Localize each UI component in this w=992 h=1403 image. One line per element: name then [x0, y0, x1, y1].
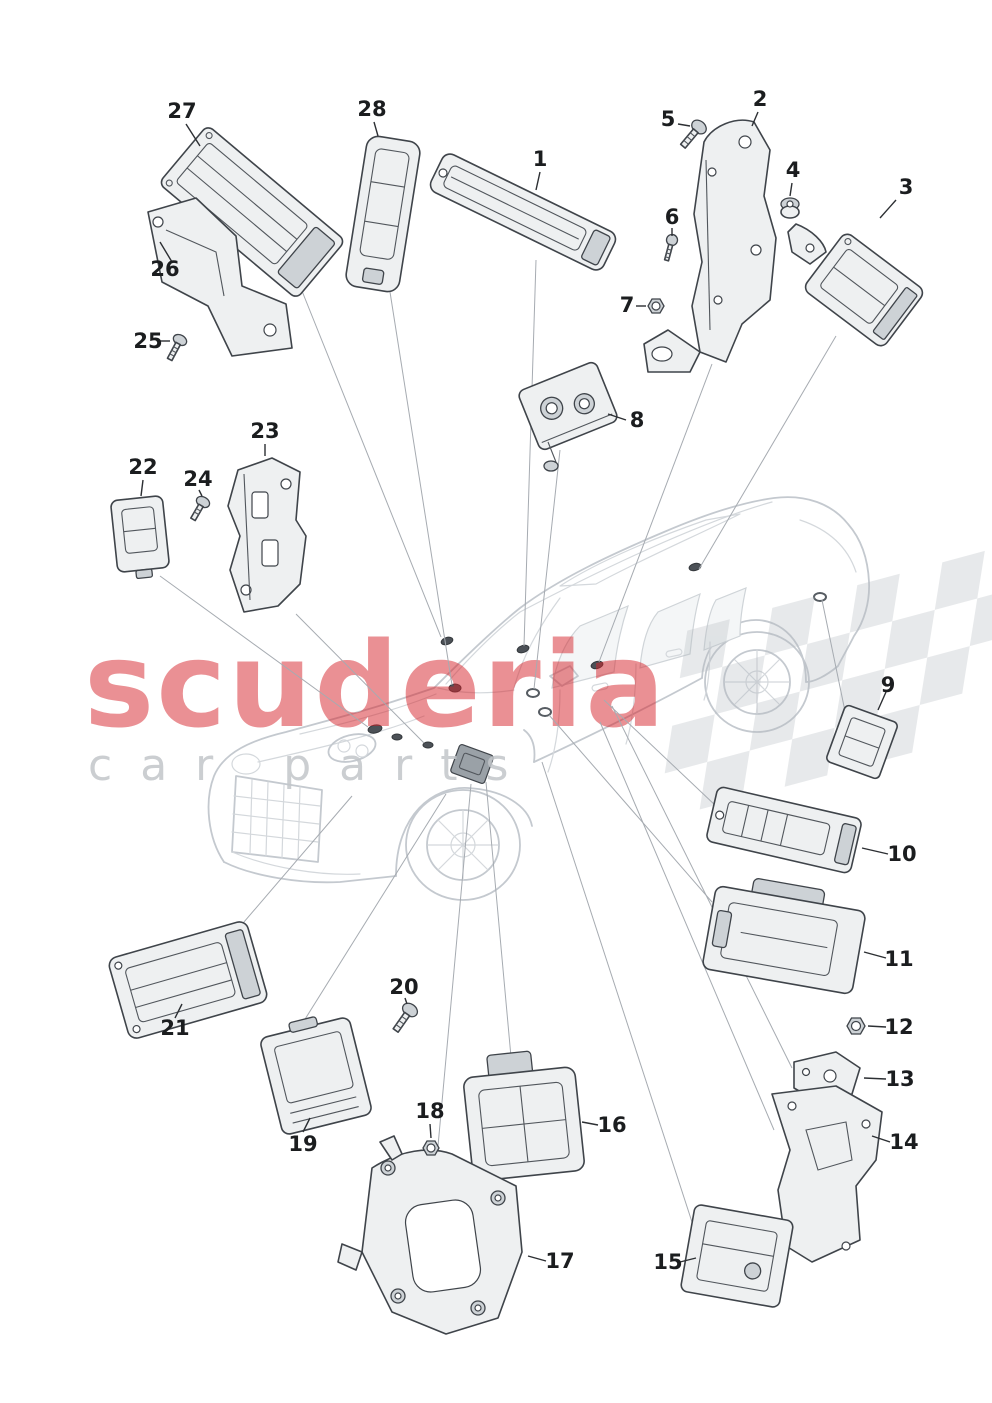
- part-number-labels: 1 2 3 4 5 6 7 8 9 10 11 12 13 14 15 16 1…: [128, 87, 918, 1274]
- car-cowl-module-marker: [450, 743, 494, 785]
- part-label-8: 8: [630, 408, 645, 432]
- part-24-screw: [190, 495, 211, 522]
- part-16-control-unit: [463, 1050, 585, 1182]
- part-10-antenna-module: [706, 786, 862, 874]
- part-5-bolt: [679, 119, 707, 149]
- part-2-bracket-plate: [643, 119, 777, 373]
- part-label-2: 2: [753, 87, 768, 111]
- part-label-21: 21: [160, 1016, 189, 1040]
- part-label-27: 27: [167, 99, 196, 123]
- part-18-nut: [422, 1140, 440, 1156]
- part-label-12: 12: [884, 1015, 913, 1039]
- part-label-10: 10: [887, 842, 916, 866]
- part-22-control-module: [110, 495, 170, 580]
- part-label-24: 24: [183, 467, 212, 491]
- part-label-20: 20: [389, 975, 418, 999]
- part-label-25: 25: [133, 329, 162, 353]
- part-label-22: 22: [128, 455, 157, 479]
- label-ticks: [140, 111, 897, 1263]
- part-7-nut: [647, 298, 665, 314]
- car-illustration: [207, 496, 870, 901]
- part-25-screw: [166, 333, 188, 362]
- part-label-17: 17: [545, 1249, 574, 1273]
- part-19-control-module: [260, 1016, 372, 1135]
- part-label-9: 9: [881, 673, 896, 697]
- part-9-relay-module: [826, 704, 898, 780]
- part-23-bracket: [227, 457, 307, 613]
- part-label-15: 15: [653, 1250, 682, 1274]
- part-20-screw: [392, 1002, 419, 1033]
- part-label-28: 28: [357, 97, 386, 121]
- part-label-16: 16: [597, 1113, 626, 1137]
- watermark: scuderia car parts: [84, 550, 992, 810]
- part-12-nut: [846, 1017, 866, 1035]
- watermark-subtitle-text: car parts: [88, 740, 536, 791]
- part-label-3: 3: [899, 175, 914, 199]
- part-label-18: 18: [415, 1099, 444, 1123]
- part-label-14: 14: [889, 1130, 918, 1154]
- part-1-antenna-amplifier: [429, 153, 617, 271]
- part-11-control-unit: [702, 878, 866, 995]
- part-label-4: 4: [786, 158, 801, 182]
- part-label-5: 5: [661, 107, 676, 131]
- part-26-bracket: [147, 197, 293, 357]
- part-3-control-module: [804, 233, 924, 347]
- part-label-11: 11: [884, 947, 913, 971]
- part-label-26: 26: [150, 257, 179, 281]
- part-15-control-module: [680, 1204, 794, 1308]
- part-21-control-module: [108, 921, 268, 1039]
- part-label-7: 7: [620, 293, 635, 317]
- leader-lines: [159, 259, 847, 1223]
- part-28-control-module: [345, 135, 421, 293]
- parts: [108, 119, 924, 1335]
- part-8-sensor: [518, 361, 618, 472]
- part-label-13: 13: [885, 1067, 914, 1091]
- part-label-1: 1: [533, 147, 548, 171]
- part-6-bolt: [663, 233, 679, 262]
- part-4-grommet: [780, 197, 827, 265]
- part-label-19: 19: [288, 1132, 317, 1156]
- part-14-bracket: [771, 1085, 883, 1263]
- part-label-6: 6: [665, 205, 680, 229]
- checkered-flag: [664, 550, 992, 810]
- part-17-mounting-frame: [337, 1135, 523, 1335]
- part-label-23: 23: [250, 419, 279, 443]
- car-sensor-marker: [440, 636, 454, 646]
- watermark-brand-text: scuderia: [84, 616, 667, 754]
